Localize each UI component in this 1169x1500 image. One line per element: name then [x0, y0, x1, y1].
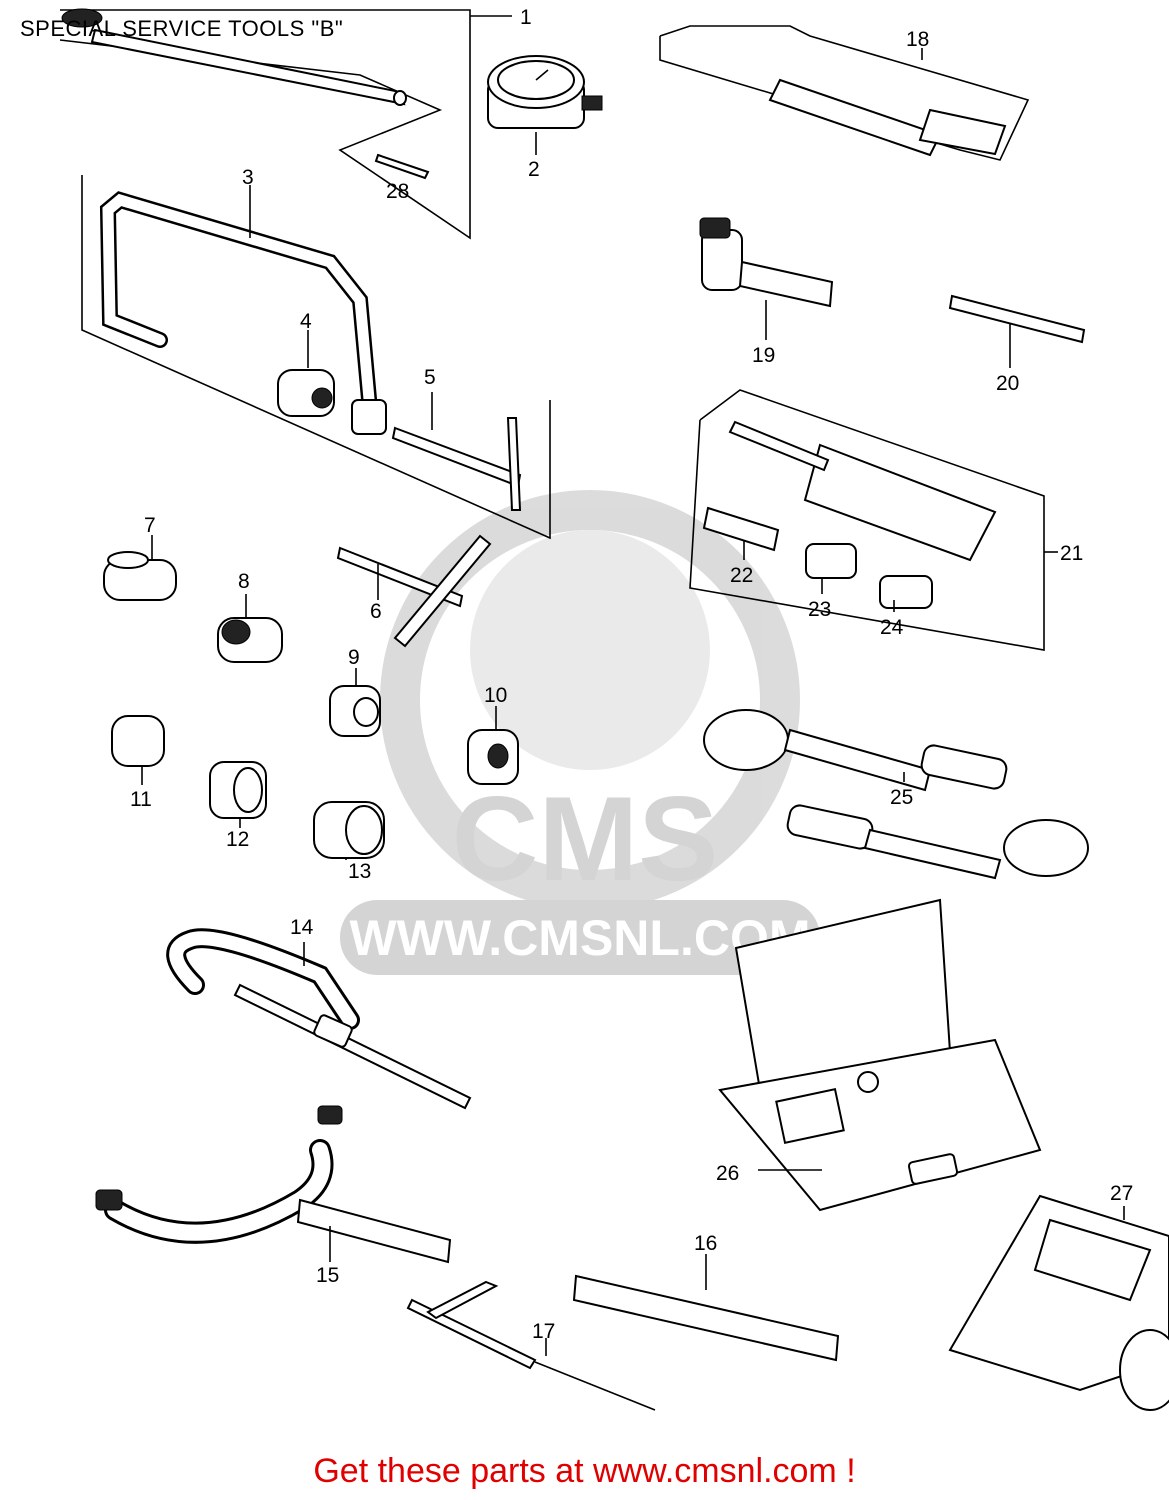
callout-23: 23: [808, 598, 831, 621]
callout-1: 1: [520, 6, 532, 29]
callout-14: 14: [290, 916, 314, 939]
part-26-tester-case: [718, 898, 1042, 1212]
callout-7: 7: [144, 514, 156, 537]
part-13-bushing: [313, 801, 385, 860]
part-8-bushing: [217, 594, 283, 663]
callout-25: 25: [890, 786, 913, 809]
part-14-c-clamp: [166, 928, 472, 1110]
part-5-t-handle-shaft: [351, 392, 522, 511]
part-20-shaft: [948, 294, 1086, 368]
callout-28: 28: [386, 180, 409, 203]
footer-link[interactable]: Get these parts at www.cmsnl.com !: [313, 1452, 856, 1490]
part-16-bar: [572, 1254, 840, 1362]
callout-9: 9: [348, 646, 360, 669]
callout-4: 4: [300, 310, 312, 333]
part-25-strap-wrenches: [703, 709, 1089, 880]
part-15-valve-spring-compressor: [95, 1105, 452, 1264]
callout-10: 10: [484, 684, 507, 707]
callout-19: 19: [752, 344, 775, 367]
part-6-t-handle: [336, 534, 492, 648]
part-18-tool-box: [659, 25, 1030, 161]
part-17-pin-driver: [406, 1280, 656, 1411]
callout-3: 3: [242, 166, 254, 189]
callout-27: 27: [1110, 1182, 1133, 1205]
part-1-group: [59, 8, 512, 240]
callout-18: 18: [906, 28, 929, 51]
callout-26: 26: [716, 1162, 739, 1185]
callout-5: 5: [424, 366, 436, 389]
callout-17: 17: [532, 1320, 555, 1343]
callout-15: 15: [316, 1264, 339, 1287]
callout-2: 2: [528, 158, 540, 181]
callout-21: 21: [1060, 542, 1083, 565]
watermark: CMS WWW.CMSNL.COM: [340, 490, 820, 975]
part-22-adapter: [702, 506, 780, 560]
part-19-fitting: [699, 217, 834, 340]
watermark-brand: CMS: [452, 772, 719, 906]
part-12-bushing: [209, 761, 267, 828]
callout-labels: 1 2 3 4 5 6 7 8 9 10 11 12 13 14 15 16 1…: [130, 6, 1133, 1343]
callout-12: 12: [226, 828, 249, 851]
watermark-url: WWW.CMSNL.COM: [349, 910, 810, 966]
callout-20: 20: [996, 372, 1019, 395]
part-24-adapter: [879, 575, 933, 612]
page-title: SPECIAL SERVICE TOOLS "B": [20, 16, 344, 41]
callout-11: 11: [130, 788, 152, 811]
part-9-bushing: [329, 668, 381, 737]
callout-16: 16: [694, 1232, 717, 1255]
part-10-bushing: [467, 706, 519, 785]
part-4-attachment: [277, 330, 335, 417]
callout-6: 6: [370, 600, 382, 623]
part-2-dial-gauge: [487, 55, 603, 155]
part-27-multimeter: [948, 1194, 1169, 1411]
part-11-bushing: [111, 715, 165, 785]
callout-8: 8: [238, 570, 250, 593]
callout-24: 24: [880, 616, 904, 639]
callout-22: 22: [730, 564, 753, 587]
part-23-adapter: [805, 543, 857, 594]
part-21-group: [689, 389, 1058, 651]
part-3-holder-frame: [81, 175, 551, 540]
callout-13: 13: [348, 860, 371, 883]
part-7-bushing: [103, 535, 177, 601]
